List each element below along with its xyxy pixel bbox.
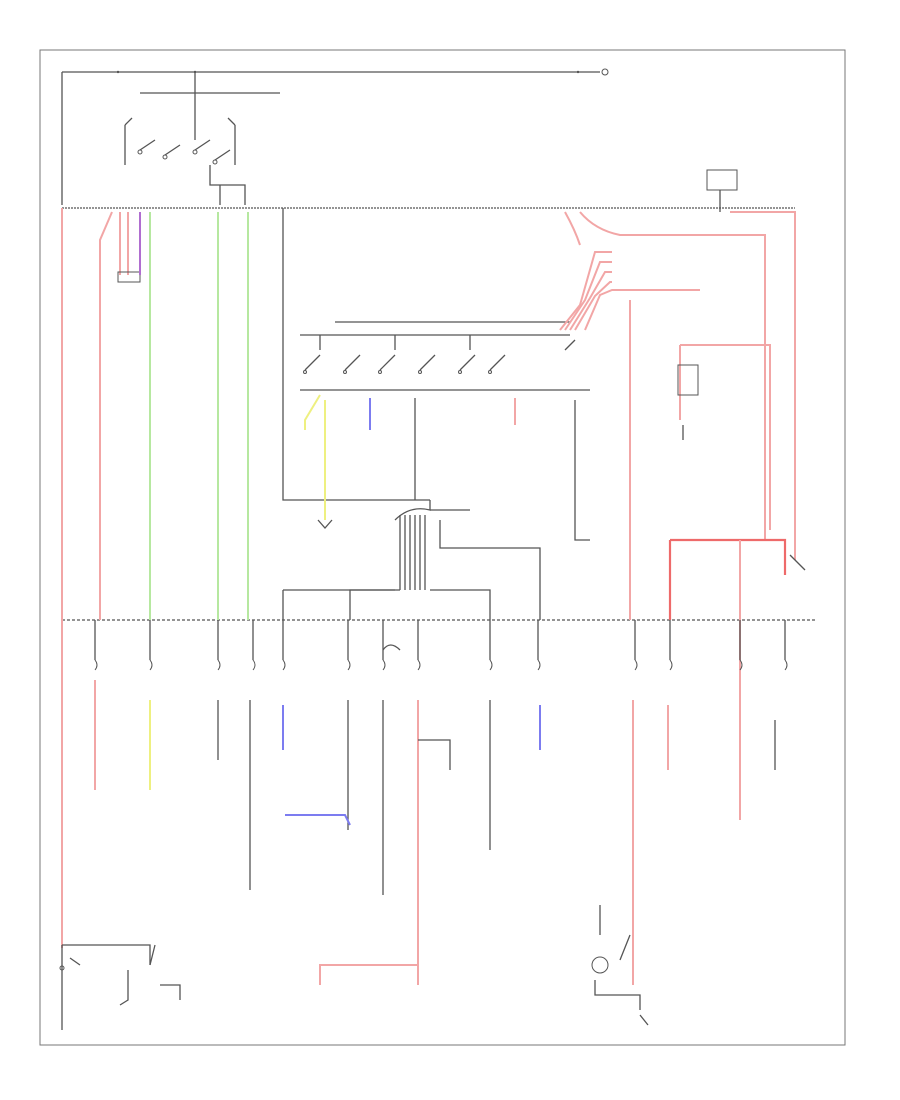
- battery-starter: [59, 944, 181, 1030]
- right-red-bundle: [559, 169, 796, 620]
- relay-left: [117, 271, 141, 283]
- wire-red-left-relay: [99, 211, 113, 620]
- diagram-frame: [39, 49, 846, 1046]
- right-relay: [668, 344, 806, 820]
- ignition-switch: [124, 72, 280, 205]
- center-switch-bank: [300, 321, 590, 391]
- fuse-output-wires: [94, 644, 776, 985]
- central-splice: [283, 500, 541, 620]
- fuse-row: [94, 620, 788, 671]
- clutch-switch: [591, 905, 649, 1026]
- top-battery-feed: [61, 68, 609, 205]
